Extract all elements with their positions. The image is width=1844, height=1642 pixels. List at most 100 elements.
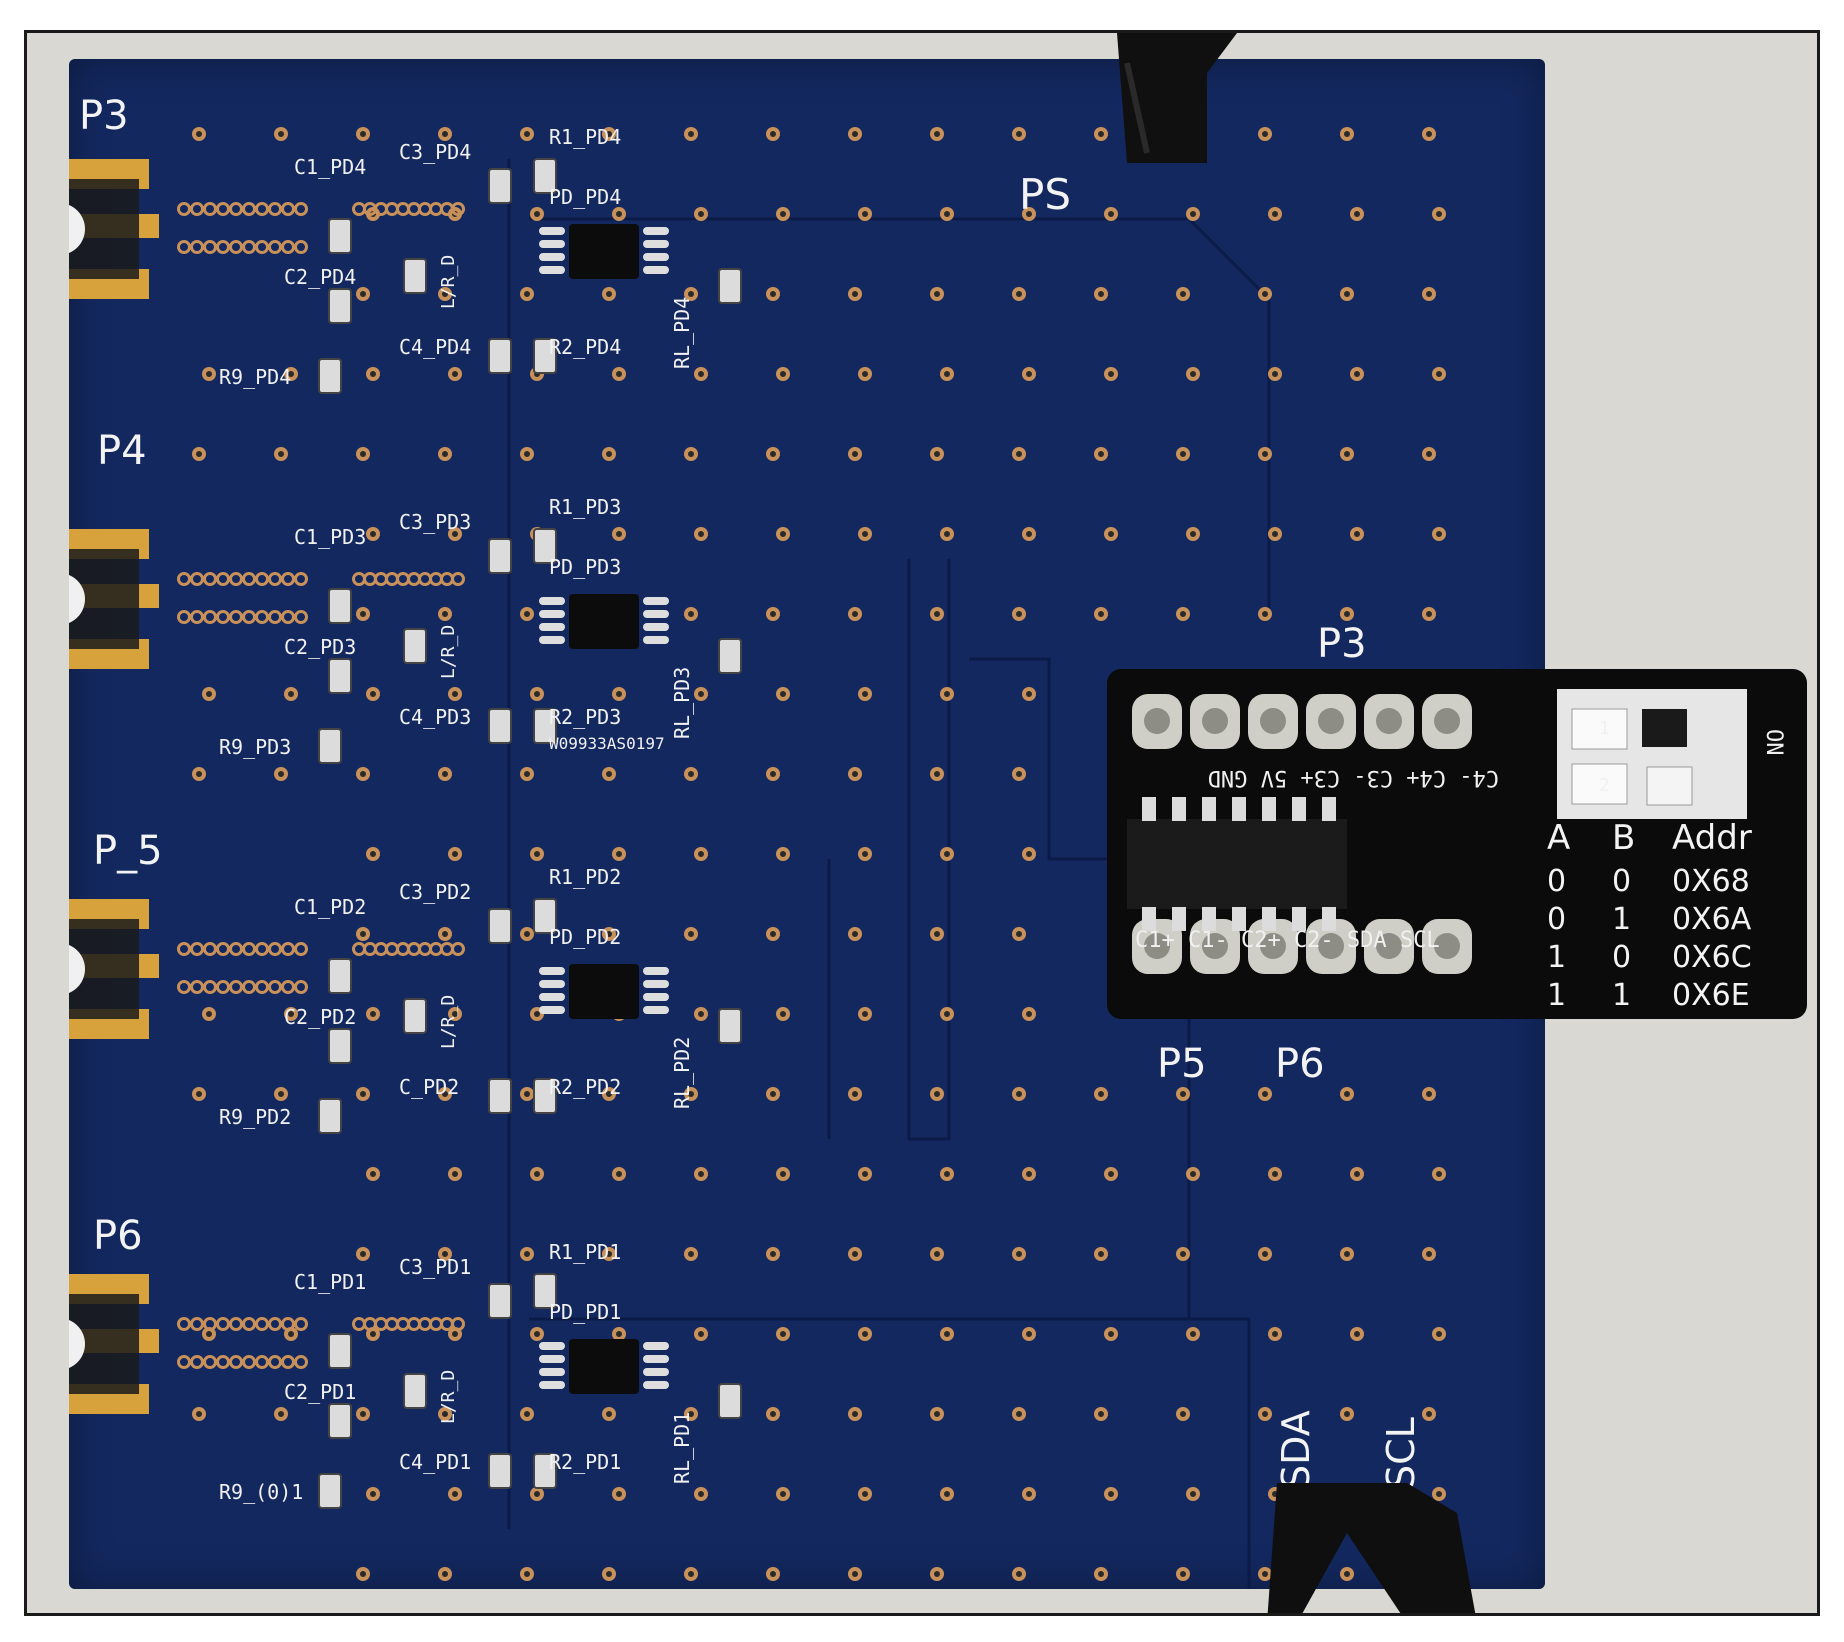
silk-r2-pd4: R2_PD4 [549, 335, 621, 359]
via [602, 127, 616, 141]
via [612, 1167, 626, 1181]
silk-c3-pd2: C3_PD2 [399, 880, 471, 904]
via [1258, 1247, 1272, 1261]
via [1012, 447, 1026, 461]
silk-pd-pd4: PD_PD4 [549, 185, 621, 209]
via [1104, 1167, 1118, 1181]
via [192, 127, 206, 141]
via [1186, 1487, 1200, 1501]
via [1422, 1087, 1436, 1101]
connector-label-p5: P_5 [93, 828, 163, 874]
silk-pd-pd1: PD_PD1 [549, 1300, 621, 1324]
via [766, 1407, 780, 1421]
via [1012, 767, 1026, 781]
via [848, 927, 862, 941]
header-pin [1132, 919, 1182, 974]
silk-lr-pd3: L/R_D [438, 625, 459, 679]
via [858, 207, 872, 221]
silk-r1-pd4: R1_PD4 [549, 125, 621, 149]
via [766, 1247, 780, 1261]
silk-c2-pd3: C2_PD3 [284, 635, 356, 659]
via [1268, 527, 1282, 541]
via [438, 607, 452, 621]
connector-label-p6: P6 [93, 1213, 143, 1259]
via [1094, 607, 1108, 621]
address-cell: 1 [1612, 978, 1631, 1013]
silk-r9-pd2: R9_PD2 [219, 1105, 291, 1129]
via [776, 367, 790, 381]
via [858, 1327, 872, 1341]
via [192, 1087, 206, 1101]
via [848, 127, 862, 141]
via [940, 207, 954, 221]
via [1186, 1167, 1200, 1181]
via [448, 1167, 462, 1181]
via [1012, 927, 1026, 941]
via [766, 447, 780, 461]
via [1012, 1087, 1026, 1101]
via [940, 1167, 954, 1181]
via [602, 1407, 616, 1421]
via [274, 127, 288, 141]
via [1094, 1407, 1108, 1421]
via [684, 1087, 698, 1101]
via [1022, 367, 1036, 381]
via [858, 527, 872, 541]
via [858, 1167, 872, 1181]
via [448, 1487, 462, 1501]
via [848, 767, 862, 781]
via [1176, 1407, 1190, 1421]
via [940, 1487, 954, 1501]
via [1422, 1247, 1436, 1261]
header-top-pin-labels: C4- C4+ C3- C3+ 5V GND [1208, 765, 1499, 790]
silk-c3-pd3: C3_PD3 [399, 510, 471, 534]
via [1258, 127, 1272, 141]
address-cell: 0 [1612, 864, 1631, 899]
via [366, 1487, 380, 1501]
via [438, 927, 452, 941]
via [1258, 287, 1272, 301]
via [1432, 207, 1446, 221]
via [776, 1327, 790, 1341]
via [520, 287, 534, 301]
via [848, 1567, 862, 1581]
header-pin [1248, 694, 1298, 749]
silk-pd-pd2: PD_PD2 [549, 925, 621, 949]
i2c-cable [1267, 1483, 1476, 1613]
via [366, 367, 380, 381]
via [438, 287, 452, 301]
via [1340, 607, 1354, 621]
via [356, 447, 370, 461]
silk-c2-pd1: C2_PD1 [284, 1380, 356, 1404]
via [1022, 1007, 1036, 1021]
via [1186, 1327, 1200, 1341]
via [1340, 1567, 1354, 1581]
connector-label-p4: P4 [97, 428, 147, 474]
via [356, 607, 370, 621]
via [1186, 527, 1200, 541]
via [694, 687, 708, 701]
via [940, 1007, 954, 1021]
via [1104, 367, 1118, 381]
address-cell: 0X6C [1672, 940, 1752, 975]
via [366, 1007, 380, 1021]
via [602, 287, 616, 301]
via [694, 1487, 708, 1501]
via [858, 847, 872, 861]
via [776, 1007, 790, 1021]
via [930, 927, 944, 941]
via [858, 367, 872, 381]
via [930, 1567, 944, 1581]
via [438, 447, 452, 461]
header-bottom [1132, 919, 1472, 974]
via [1176, 447, 1190, 461]
via [1350, 1327, 1364, 1341]
via [930, 1247, 944, 1261]
via [694, 1327, 708, 1341]
via [776, 207, 790, 221]
address-header-addr: Addr [1672, 818, 1752, 858]
via [858, 1487, 872, 1501]
via [766, 1087, 780, 1101]
via [1350, 1167, 1364, 1181]
